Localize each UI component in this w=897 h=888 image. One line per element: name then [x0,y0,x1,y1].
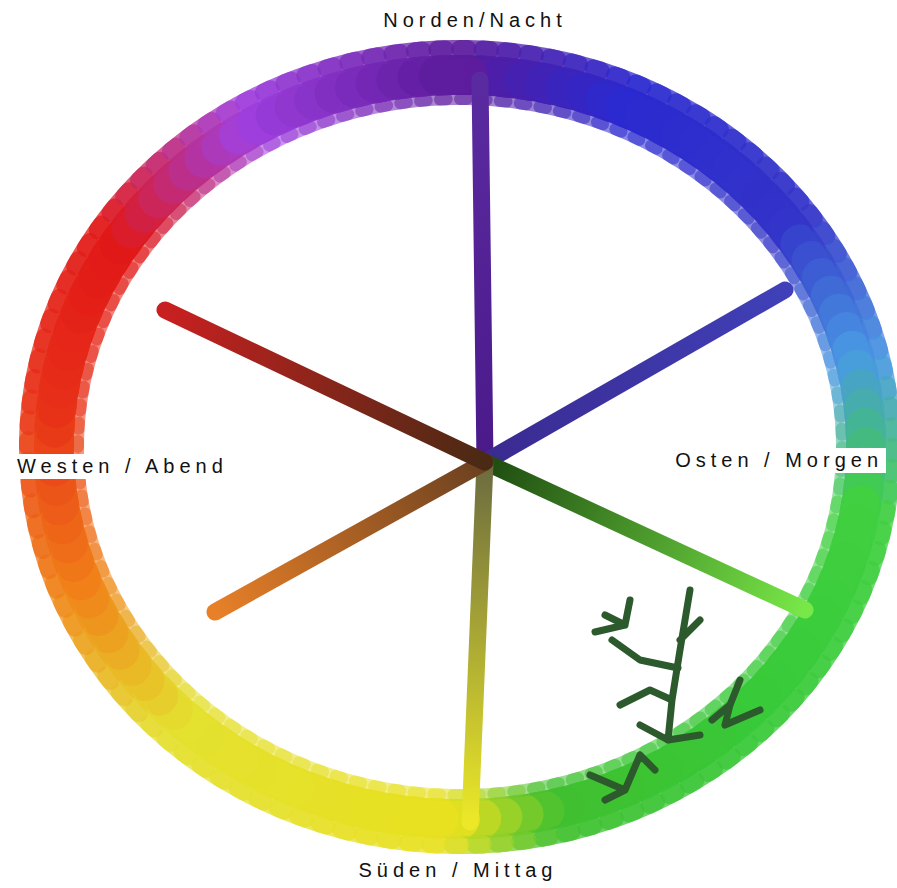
compass-label: Osten / Morgen [672,448,886,473]
compass-label: Norden/Nacht [380,8,569,33]
spoke [165,310,485,462]
plant [590,755,655,800]
spoke [215,462,485,612]
compass-label: Westen / Abend [14,454,231,479]
spoke [485,462,805,610]
spoke [480,80,485,462]
plant [595,600,630,632]
spoke [485,290,785,462]
plant [712,680,760,725]
spoke [470,462,485,822]
plant-sketch [590,590,760,800]
ring-stroke [439,55,467,96]
color-ring [28,49,892,845]
ring-stroke [437,40,467,59]
ring-stroke [440,93,467,105]
compass-label: Süden / Mittag [356,858,561,883]
